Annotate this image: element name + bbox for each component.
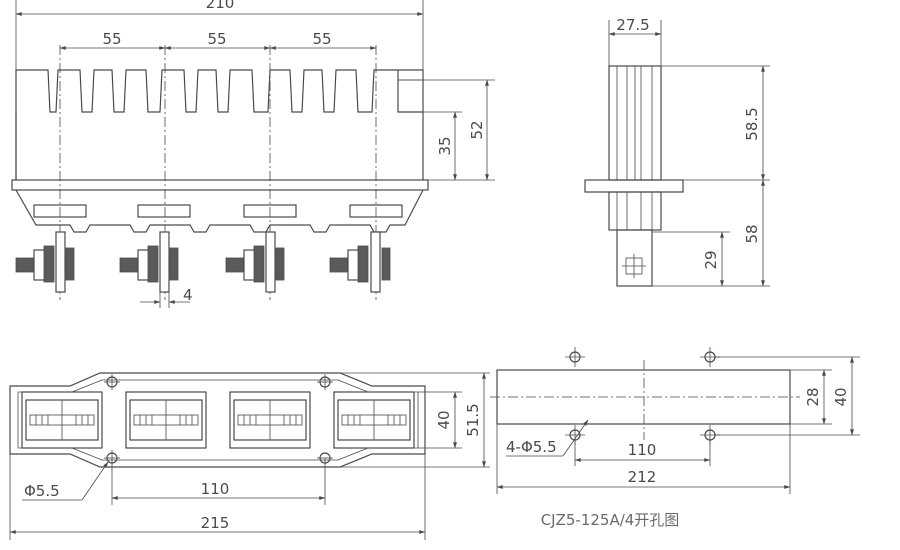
terminal-1 [15,231,75,293]
dim-label-40: 40 [435,410,453,429]
dim-label-35: 35 [436,136,454,155]
dim-label-51-5: 51.5 [464,403,482,436]
dim-label-55-a: 55 [102,30,121,48]
terminal-3 [225,231,285,293]
cutout-hole-leader: 4-Φ5.5 [506,419,589,457]
terminal-2 [119,231,179,293]
pole-module-4 [333,391,415,449]
dim-cutout-spacing: 110 [574,440,711,466]
pole-module-1 [21,391,103,449]
side-terminal [616,229,653,287]
dim-terminal-gap: 4 [140,286,193,308]
dim-pitches: 55 55 55 [59,30,377,50]
drawing-caption: CJZ5-125A/4开孔图 [541,511,680,529]
side-view: 27.5 58.5 58 29 [584,16,770,287]
dim-label-4: 4 [183,286,193,304]
slot-window-2 [137,204,191,218]
hole-label: Φ5.5 [24,482,60,500]
dim-label-215: 215 [201,514,230,532]
dim-label-28: 28 [804,387,822,406]
dim-label-52: 52 [468,120,486,139]
dim-label-cutout-110: 110 [628,441,657,459]
dim-top-heights: 40 51.5 [340,372,490,468]
side-flange [584,179,684,193]
dim-overall-width: 210 [15,0,424,180]
dim-label-55-b: 55 [207,30,226,48]
pole-module-3 [229,391,311,449]
comb-body [15,69,424,180]
top-view: Φ5.5 110 215 40 51.5 [9,372,490,540]
base-plate [11,179,429,191]
dim-label-210: 210 [206,0,235,12]
cutout-view: 4-Φ5.5 110 212 28 40 CJZ5-125A/4开孔图 [490,347,860,529]
pole-module-2 [125,391,207,449]
front-view: 210 55 55 55 [11,0,495,308]
lower-housing [15,189,424,233]
dim-label-212: 212 [628,468,657,486]
dim-cutout-length: 212 [496,424,791,494]
dim-label-cutout-40: 40 [832,387,850,406]
dim-heights: 35 52 [398,79,495,181]
dim-label-58: 58 [743,224,761,243]
top-outline [9,372,426,468]
dim-label-29: 29 [702,250,720,269]
dim-overall-length: 215 [9,454,426,540]
hole-leader: Φ5.5 [22,461,109,501]
dim-label-110: 110 [201,480,230,498]
dim-cutout-heights: 28 40 [715,356,860,436]
dim-label-55-c: 55 [312,30,331,48]
dim-hole-spacing: 110 [111,466,326,505]
dim-label-27-5: 27.5 [616,16,649,34]
dim-label-58-5: 58.5 [743,107,761,140]
terminal-4 [329,231,391,293]
cutout-hole-label: 4-Φ5.5 [506,438,557,456]
